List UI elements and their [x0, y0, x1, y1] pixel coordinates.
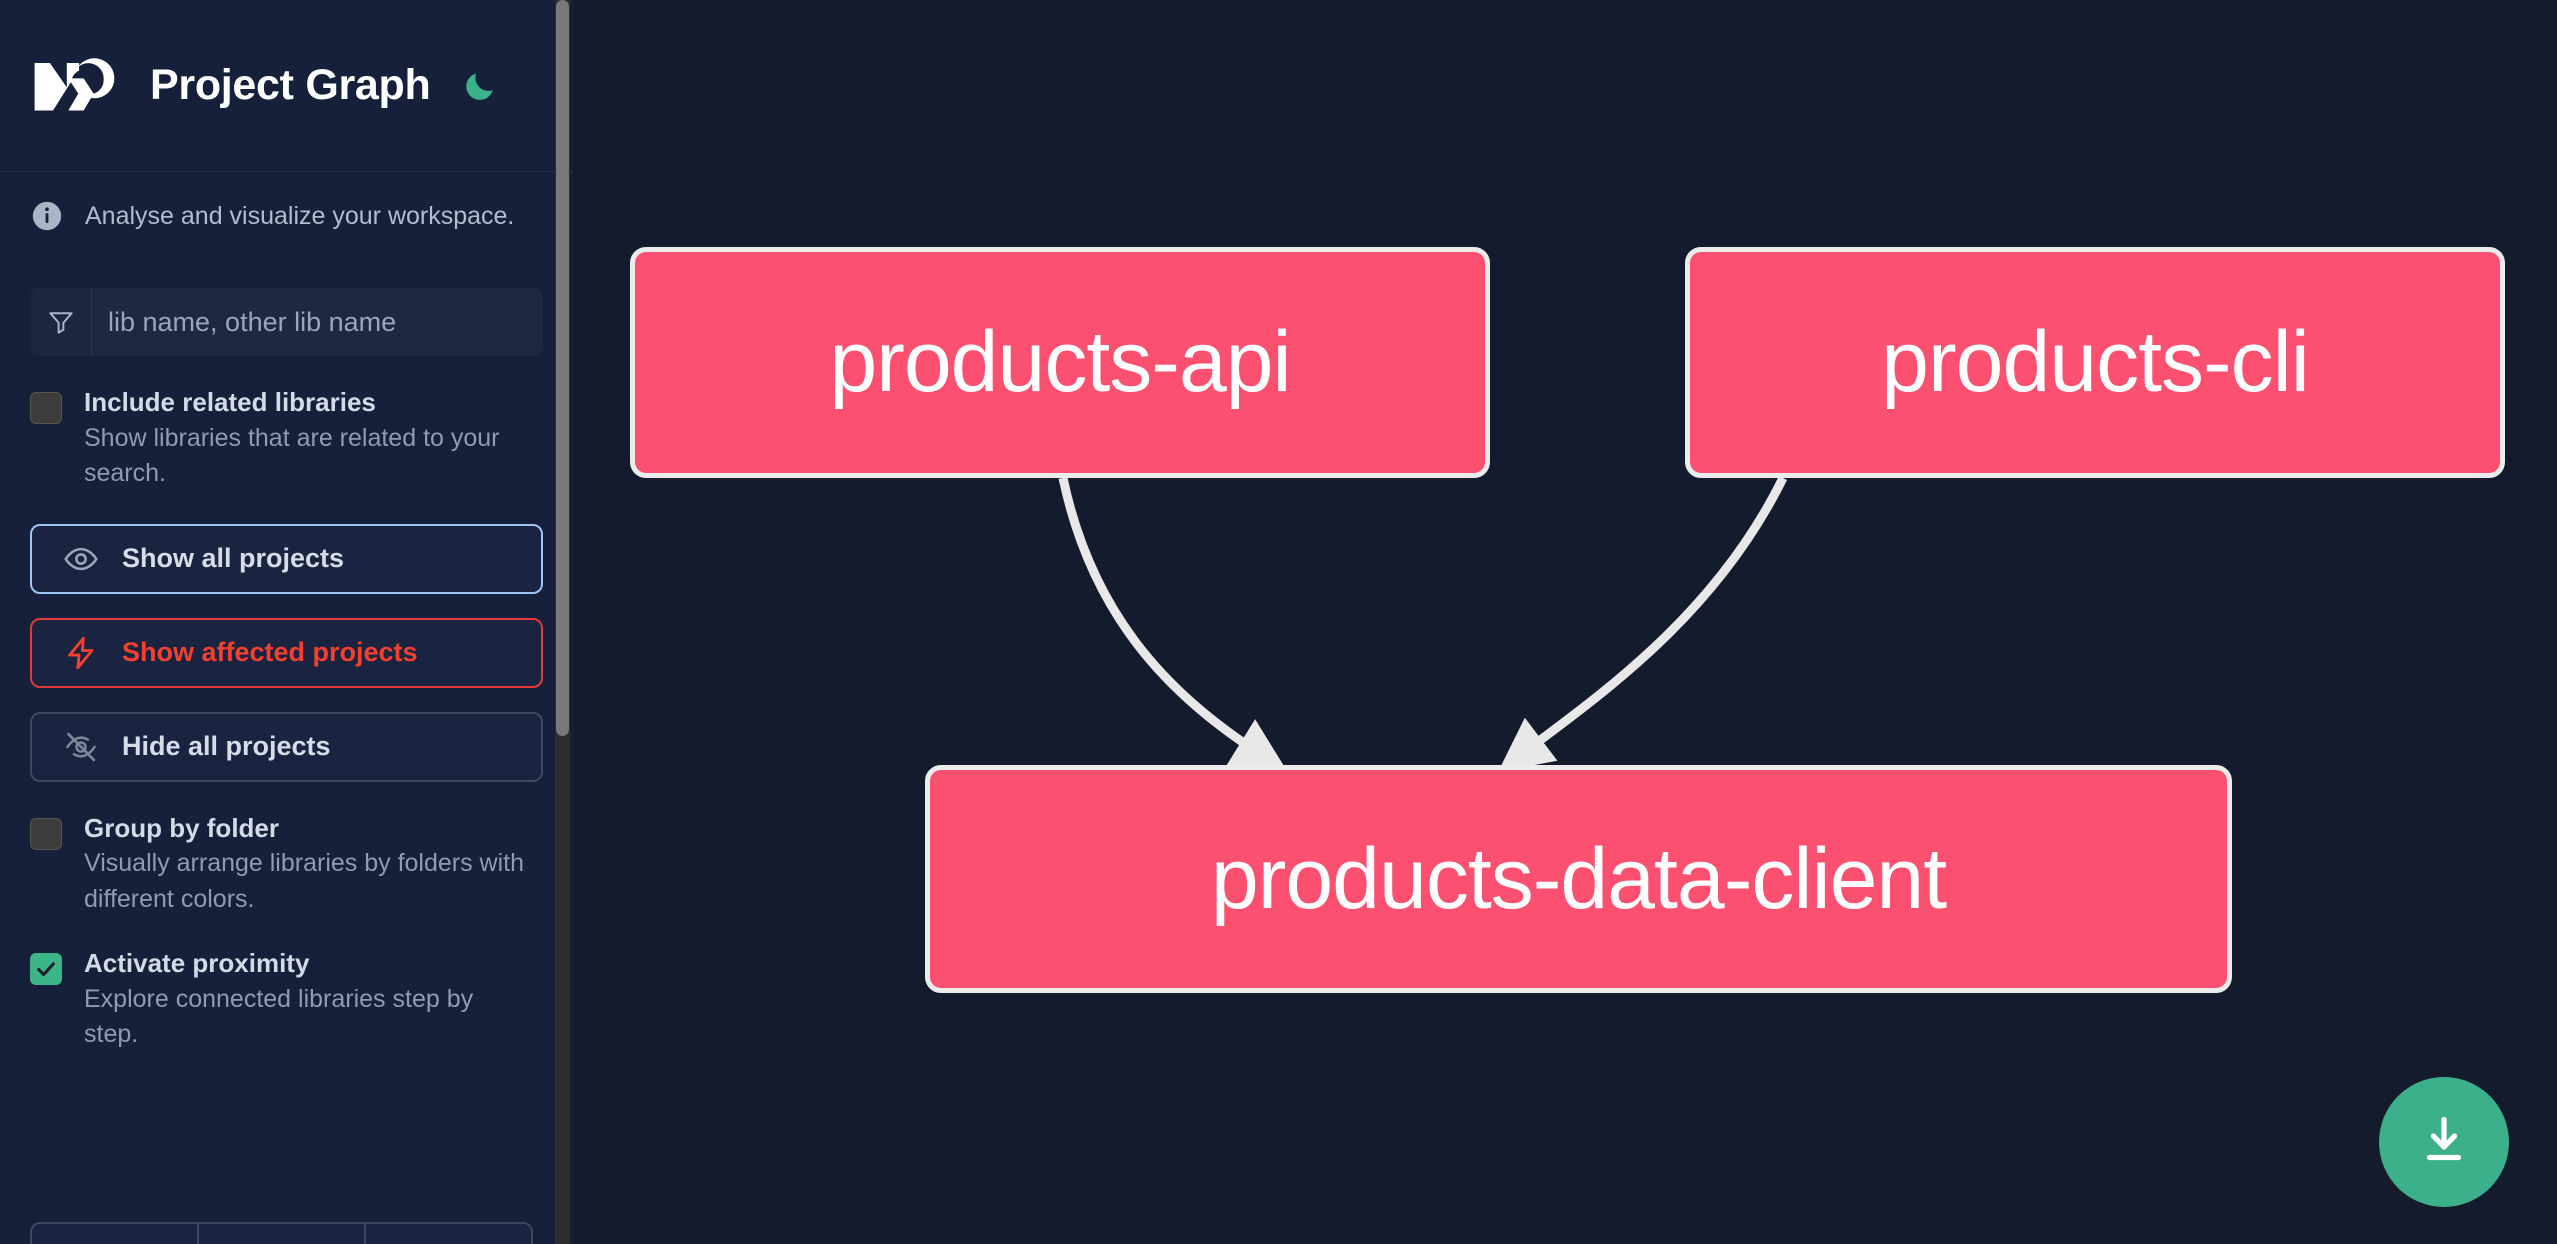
segment-3[interactable] [366, 1224, 531, 1244]
filter-icon [30, 288, 92, 356]
sidebar-content: Project Graph Analyse and visualize yo [0, 0, 573, 1244]
option-description: Show libraries that are related to your … [84, 423, 500, 488]
segment-2[interactable] [199, 1224, 366, 1244]
option-text-block: Activate proximity Explore connected lib… [84, 947, 534, 1053]
activate-proximity-checkbox[interactable] [30, 953, 62, 985]
node-label: products-api [829, 314, 1291, 410]
node-label: products-data-client [1210, 830, 1947, 927]
option-title: Group by folder [84, 812, 279, 843]
option-group-by-folder[interactable]: Group by folder Visually arrange librari… [0, 782, 573, 918]
download-icon [2414, 1111, 2474, 1174]
workspace-info: Analyse and visualize your workspace. [0, 172, 573, 260]
option-title: Activate proximity [84, 948, 310, 978]
option-text-block: Include related libraries Show libraries… [84, 386, 534, 492]
group-by-folder-checkbox[interactable] [30, 817, 62, 850]
graph-node-products-data-client[interactable]: products-data-client [925, 765, 2232, 993]
edge-products-cli-to-products-data-client [1498, 476, 1788, 772]
sidebar-scrollbar-track[interactable] [555, 0, 570, 1244]
option-text-block: Group by folder Visually arrange librari… [84, 812, 534, 918]
sidebar: Project Graph Analyse and visualize yo [0, 0, 573, 1244]
graph-node-products-cli[interactable]: products-cli [1685, 247, 2505, 478]
show-all-projects-button[interactable]: Show all projects [30, 523, 543, 594]
search-input[interactable] [92, 288, 543, 356]
download-graph-button[interactable] [2379, 1077, 2509, 1207]
include-related-libraries-checkbox[interactable] [30, 392, 62, 424]
bottom-segmented-control[interactable] [30, 1222, 533, 1244]
workspace-info-text: Analyse and visualize your workspace. [85, 201, 515, 230]
eye-off-icon [62, 728, 100, 766]
node-label: products-cli [1881, 314, 2310, 410]
option-include-related-libraries[interactable]: Include related libraries Show libraries… [0, 356, 573, 492]
segment-1[interactable] [32, 1224, 199, 1244]
eye-icon [62, 540, 100, 578]
edge-products-api-to-products-data-client [1058, 477, 1287, 771]
nx-logo [30, 55, 122, 117]
search-section [0, 260, 573, 356]
sidebar-header: Project Graph [0, 0, 573, 172]
page-title: Project Graph [150, 61, 431, 109]
hide-all-projects-button[interactable]: Hide all projects [30, 711, 543, 782]
graph-node-products-api[interactable]: products-api [630, 247, 1490, 478]
option-activate-proximity[interactable]: Activate proximity Explore connected lib… [0, 917, 573, 1053]
graph-edges [1058, 476, 1788, 772]
sidebar-scrollbar-thumb[interactable] [556, 0, 569, 736]
show-affected-projects-button[interactable]: Show affected projects [30, 617, 543, 688]
option-description: Explore connected libraries step by step… [84, 984, 474, 1049]
moon-icon[interactable] [458, 64, 502, 108]
show-affected-projects-label: Show affected projects [122, 637, 418, 667]
visibility-button-group: Show all projects Show affected projects [0, 492, 573, 782]
search-box[interactable] [30, 288, 543, 356]
graph-canvas[interactable]: products-api products-cli products-data-… [573, 0, 2557, 1244]
lightning-icon [62, 634, 100, 672]
option-title: Include related libraries [84, 387, 376, 417]
hide-all-projects-label: Hide all projects [122, 731, 331, 761]
option-description: Visually arrange libraries by folders wi… [84, 849, 525, 913]
show-all-projects-label: Show all projects [122, 543, 345, 573]
info-icon [30, 199, 64, 233]
